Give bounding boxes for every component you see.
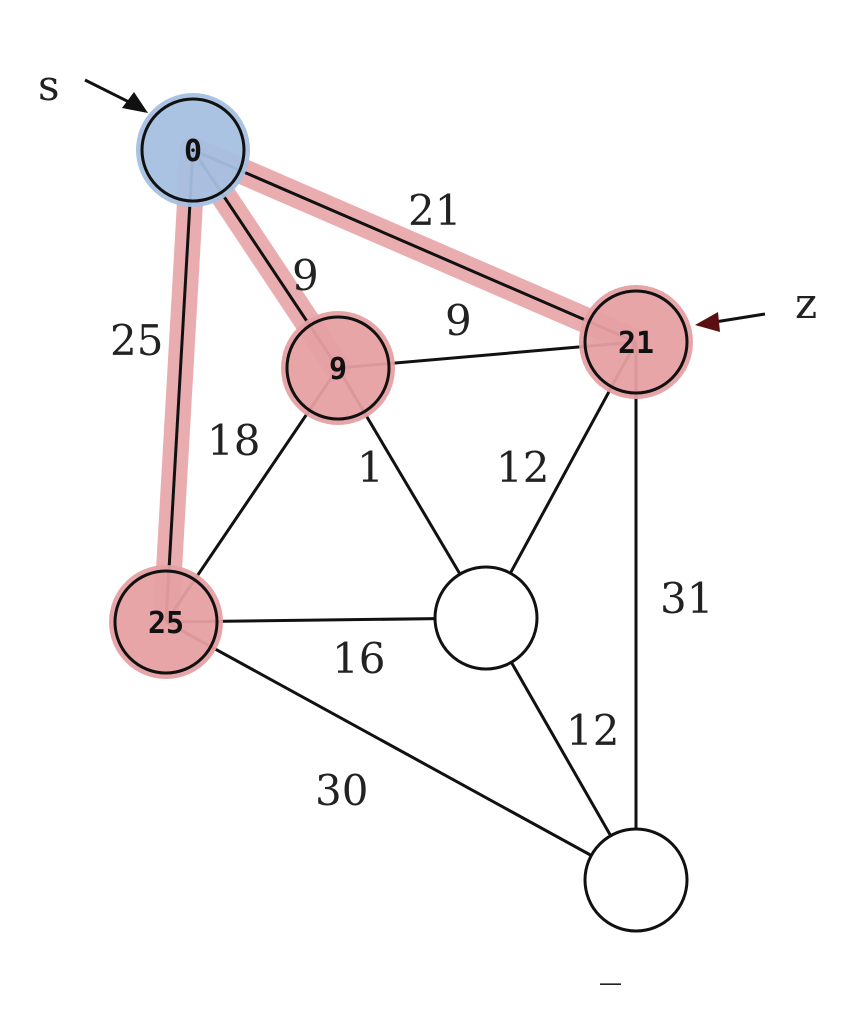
node-circle [433, 565, 539, 671]
edge-weight: 30 [315, 766, 368, 815]
edge-weight: 9 [292, 251, 319, 300]
node-highlight [109, 565, 223, 679]
source-label: s [38, 61, 60, 110]
edge-weight: 18 [207, 416, 260, 465]
edge-weight: 12 [566, 706, 619, 755]
node-circle [113, 569, 219, 675]
edge-b-d [165, 620, 637, 882]
node-circle [140, 97, 246, 203]
target-label: z [795, 279, 817, 328]
edge-weight: 21 [408, 186, 461, 235]
bottom-mark: _ [600, 936, 621, 985]
edge-weight: 25 [110, 316, 163, 365]
node-label: 0 [184, 134, 202, 169]
node-label: 9 [329, 352, 347, 387]
node-c [433, 565, 539, 671]
source-arrow-icon [84, 78, 136, 107]
source-marker: s [38, 61, 148, 113]
edge-s-b [164, 149, 195, 623]
node-highlight [579, 285, 693, 399]
edge-weight: 1 [357, 443, 384, 492]
node-highlight [136, 93, 250, 207]
node-d [583, 827, 689, 933]
node-b: 25 [109, 565, 223, 679]
node-circle [285, 315, 391, 421]
node-circle [583, 289, 689, 395]
edge-weight: 9 [445, 296, 472, 345]
edge-s-z [192, 148, 637, 344]
target-marker: z [695, 279, 817, 332]
node-z: 21 [579, 285, 693, 399]
edge-weight: 16 [332, 634, 385, 683]
node-s: 0 [136, 93, 250, 207]
source-arrowhead-icon [122, 92, 148, 113]
target-arrow-icon [714, 312, 766, 324]
edge-weight: 12 [496, 443, 549, 492]
edge-weight: 31 [660, 574, 713, 623]
node-a: 9 [281, 311, 395, 425]
node-label: 21 [618, 326, 654, 361]
node-highlight [281, 311, 395, 425]
node-circle [583, 827, 689, 933]
target-arrowhead-icon [695, 312, 720, 332]
node-label: 25 [148, 606, 184, 641]
